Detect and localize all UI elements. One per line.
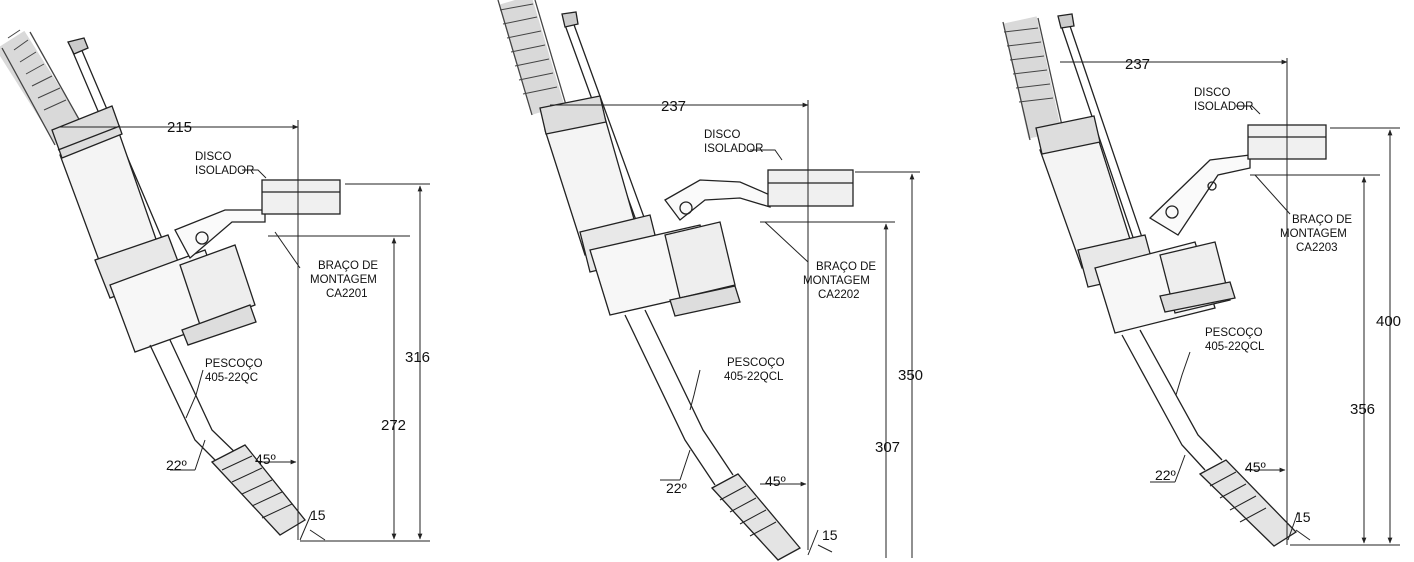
dim-horizontal-3: 237 — [1125, 56, 1150, 73]
svg-text:BRAÇO DE: BRAÇO DE — [318, 260, 378, 272]
dim-total-3: 400 — [1376, 313, 1401, 330]
svg-text:DISCO: DISCO — [1194, 87, 1230, 99]
svg-text:405-22QC: 405-22QC — [205, 372, 258, 384]
torch-assembly-3 — [1002, 13, 1327, 547]
dim-total-1: 316 — [405, 349, 430, 366]
svg-text:BRAÇO DE: BRAÇO DE — [816, 261, 876, 273]
hose-3 — [1002, 16, 1064, 141]
insulator-disc-2 — [767, 169, 854, 207]
dim-inner-3: 356 — [1350, 401, 1375, 418]
torch-assembly-2 — [497, 0, 854, 561]
svg-text:ISOLADOR: ISOLADOR — [195, 165, 254, 177]
hose-1 — [0, 29, 86, 146]
dim-inner-1: 272 — [381, 417, 406, 434]
label-disco-1: DISCO ISOLADOR — [195, 151, 254, 177]
svg-text:PESCOÇO: PESCOÇO — [727, 357, 785, 369]
mounting-arm-2 — [664, 179, 771, 221]
neck-2 — [624, 309, 734, 486]
hose-2 — [497, 0, 567, 116]
neck-3 — [1121, 329, 1223, 471]
label-braco-2: BRAÇO DE MONTAGEM CA2202 — [803, 261, 876, 301]
nozzle-2 — [710, 473, 802, 561]
nozzle-1 — [210, 444, 306, 536]
cable-rod-3 — [1061, 25, 1149, 259]
insulator-disc-1 — [261, 179, 341, 215]
label-braco-3: BRAÇO DE MONTAGEM CA2203 — [1280, 214, 1352, 254]
svg-text:CA2202: CA2202 — [818, 289, 860, 301]
dim-tip-2: 15 — [822, 527, 838, 543]
svg-text:PESCOÇO: PESCOÇO — [1205, 327, 1263, 339]
mounting-arm-1 — [174, 209, 266, 260]
dim-total-2: 350 — [898, 367, 923, 384]
label-pescoco-2: PESCOÇO 405-22QCL — [724, 357, 785, 383]
svg-text:BRAÇO DE: BRAÇO DE — [1292, 214, 1352, 226]
mounting-arm-3 — [1148, 154, 1251, 236]
label-disco-2: DISCO ISOLADOR — [704, 129, 763, 155]
svg-text:ISOLADOR: ISOLADOR — [704, 143, 763, 155]
angle-tip-3: 45º — [1245, 459, 1266, 475]
label-pescoco-3: PESCOÇO 405-22QCL — [1205, 327, 1265, 353]
label-pescoco-1: PESCOÇO 405-22QC — [205, 358, 263, 384]
svg-text:DISCO: DISCO — [704, 129, 740, 141]
angle-neck-1: 22º — [166, 457, 187, 473]
dim-tip-1: 15 — [310, 507, 326, 523]
angle-tip-2: 45º — [765, 473, 786, 489]
svg-text:PESCOÇO: PESCOÇO — [205, 358, 263, 370]
label-disco-3: DISCO ISOLADOR — [1194, 87, 1253, 113]
label-braco-1: BRAÇO DE MONTAGEM CA2201 — [310, 260, 378, 300]
angle-neck-3: 22º — [1155, 467, 1176, 483]
svg-text:CA2201: CA2201 — [326, 288, 368, 300]
angle-neck-2: 22º — [666, 480, 687, 496]
svg-text:ISOLADOR: ISOLADOR — [1194, 101, 1253, 113]
svg-text:MONTAGEM: MONTAGEM — [803, 275, 870, 287]
svg-text:405-22QCL: 405-22QCL — [724, 371, 784, 383]
dim-horizontal-2: 237 — [661, 98, 686, 115]
dimensions-1 — [60, 120, 430, 542]
svg-text:MONTAGEM: MONTAGEM — [310, 274, 377, 286]
svg-text:DISCO: DISCO — [195, 151, 231, 163]
dimensions-3 — [1060, 58, 1400, 546]
dim-inner-2: 307 — [875, 439, 900, 456]
svg-text:405-22QCL: 405-22QCL — [1205, 341, 1265, 353]
nozzle-3 — [1198, 459, 1298, 547]
angle-tip-1: 45º — [255, 451, 276, 467]
svg-text:MONTAGEM: MONTAGEM — [1280, 228, 1347, 240]
dimensions-2 — [550, 100, 920, 558]
svg-text:CA2203: CA2203 — [1296, 242, 1338, 254]
dim-tip-3: 15 — [1295, 509, 1311, 525]
torch-assembly-1 — [0, 29, 341, 536]
dim-horizontal-1: 215 — [167, 119, 192, 136]
